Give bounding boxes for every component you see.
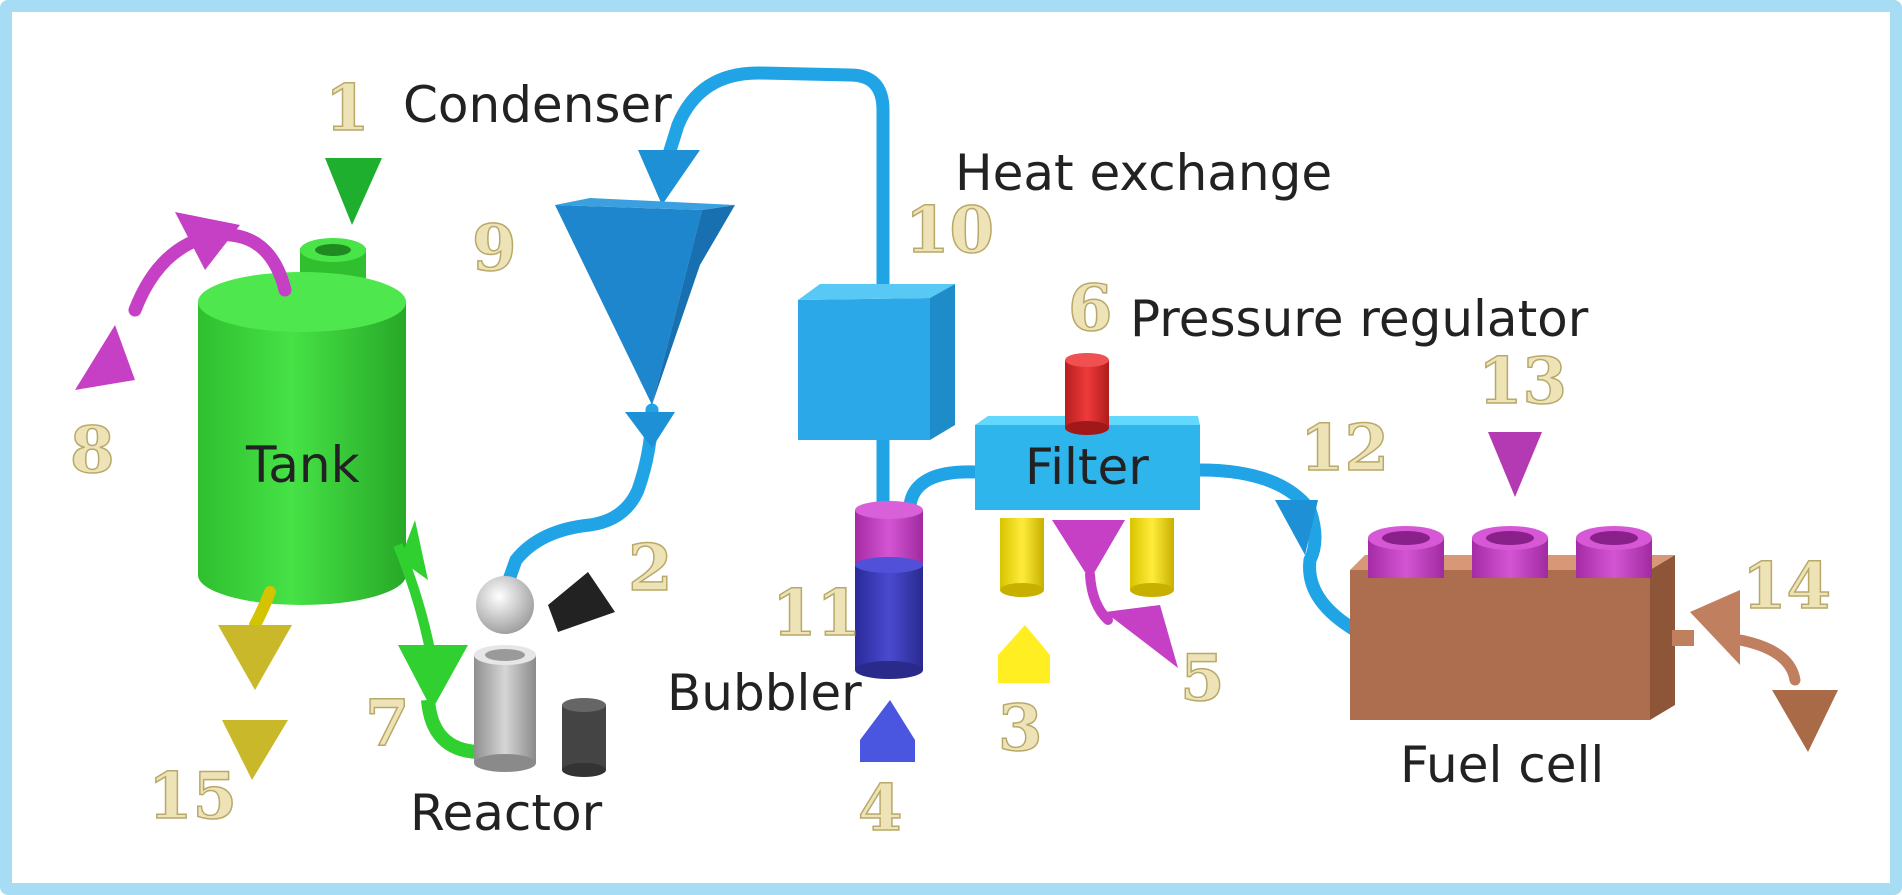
number-4: 4	[858, 771, 903, 846]
reactor	[393, 520, 615, 777]
pipe-filter-to-fuel-cell	[1193, 463, 1362, 637]
outlet-arrows-15	[218, 586, 292, 780]
pipe-arrow-into-condenser	[638, 150, 700, 205]
number-11: 11	[772, 576, 861, 651]
label-pressure-regulator: Pressure regulator	[1130, 290, 1589, 348]
condenser	[555, 198, 735, 405]
label-heat-exchange: Heat exchange	[955, 144, 1332, 202]
number-15: 15	[148, 759, 237, 834]
number-6: 6	[1068, 271, 1113, 346]
number-10: 10	[905, 193, 994, 268]
label-bubbler: Bubbler	[667, 664, 862, 722]
pipe-heat-exchanger-to-condenser	[657, 66, 890, 295]
arrow-1-inlet	[325, 158, 382, 225]
tank	[198, 238, 406, 605]
label-tank: Tank	[245, 436, 360, 494]
label-condenser: Condenser	[403, 76, 672, 134]
recirculation-arrow	[75, 212, 292, 390]
number-3: 3	[998, 691, 1043, 766]
number-13: 13	[1478, 344, 1567, 419]
number-8: 8	[70, 413, 115, 488]
pipes	[499, 66, 1362, 637]
pipe-condenser-to-reactor	[499, 403, 659, 595]
number-12: 12	[1300, 411, 1389, 486]
heat-exchanger	[798, 284, 955, 440]
number-2: 2	[628, 531, 673, 606]
pipe-arrow-to-fuel-cell	[1275, 500, 1318, 555]
fuel-cell	[1350, 432, 1838, 752]
pipe-arrow-condenser-out	[625, 412, 675, 448]
number-14: 14	[1742, 549, 1831, 624]
label-reactor: Reactor	[410, 784, 603, 842]
number-9: 9	[472, 211, 517, 286]
pipe-bubbler-to-filter	[903, 465, 982, 512]
label-filter: Filter	[1025, 438, 1149, 496]
number-5: 5	[1180, 641, 1225, 716]
bubbler	[855, 501, 923, 762]
label-fuel-cell: Fuel cell	[1400, 736, 1604, 794]
number-7: 7	[365, 686, 410, 761]
number-1: 1	[325, 71, 370, 146]
filter	[975, 353, 1200, 683]
